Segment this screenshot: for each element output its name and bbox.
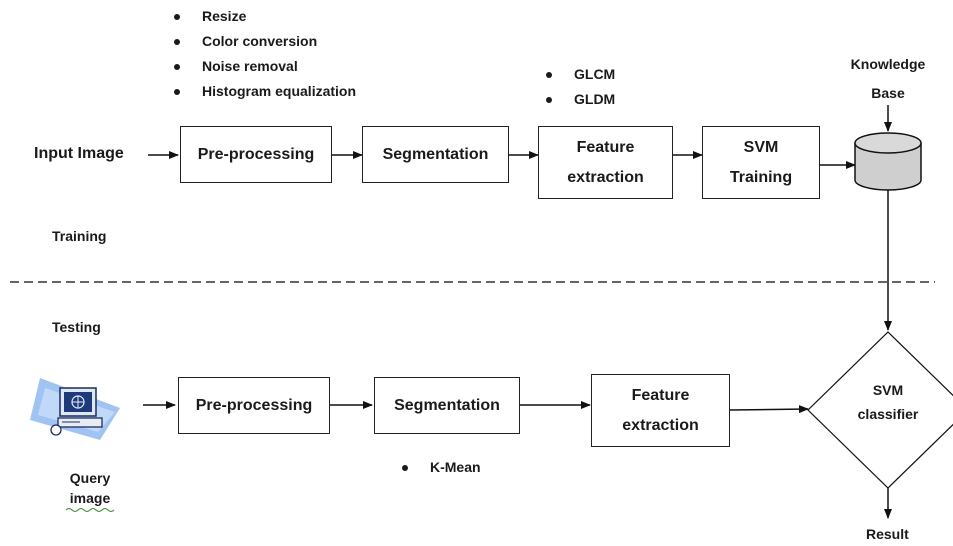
- box-label: Feature: [576, 138, 635, 156]
- database-icon: [854, 132, 922, 191]
- training-segmentation-box: Segmentation: [362, 126, 509, 183]
- box-label: Segmentation: [394, 396, 500, 414]
- testing-section-label: Testing: [52, 319, 101, 335]
- list-item: GLCM: [544, 62, 615, 87]
- query-line: Query: [69, 470, 111, 486]
- box-label: Pre-processing: [197, 145, 315, 163]
- classifier-line: SVM: [872, 382, 904, 398]
- svm-classifier-diamond: [807, 331, 953, 489]
- query-image-label: Query image: [52, 468, 128, 508]
- classifier-line: classifier: [857, 406, 919, 422]
- input-image-label: Input Image: [34, 145, 124, 162]
- list-item: Resize: [172, 4, 356, 29]
- knowledge-base-label: Knowledge Base: [846, 50, 930, 108]
- box-label: Feature: [631, 386, 690, 404]
- feature-methods-list: GLCM GLDM: [544, 62, 615, 112]
- list-item: Noise removal: [172, 54, 356, 79]
- result-label: Result: [866, 526, 909, 542]
- computer-icon: [30, 378, 120, 440]
- testing-feature-extraction-box: Feature extraction: [591, 374, 730, 447]
- list-item: Color conversion: [172, 29, 356, 54]
- spellcheck-squiggle: [65, 508, 115, 512]
- kb-line: Knowledge: [850, 56, 926, 72]
- box-label: SVM: [743, 138, 779, 156]
- box-label: extraction: [622, 416, 699, 434]
- testing-segmentation-box: Segmentation: [374, 377, 520, 434]
- preprocessing-steps-list: Resize Color conversion Noise removal Hi…: [172, 4, 356, 104]
- svm-training-box: SVM Training: [702, 126, 820, 199]
- training-feature-extraction-box: Feature extraction: [538, 126, 673, 199]
- training-section-label: Training: [52, 228, 107, 244]
- testing-preprocessing-box: Pre-processing: [178, 377, 330, 434]
- box-label: extraction: [567, 168, 644, 186]
- query-line: image: [69, 490, 111, 506]
- arrow-feature-to-classifier: [729, 405, 809, 414]
- svm-classifier-label: SVM classifier: [848, 378, 928, 426]
- box-label: Training: [729, 168, 793, 186]
- box-label: Segmentation: [382, 145, 489, 163]
- list-item: K-Mean: [400, 455, 481, 480]
- list-item: Histogram equalization: [172, 79, 356, 104]
- training-preprocessing-box: Pre-processing: [180, 126, 332, 183]
- list-item: GLDM: [544, 87, 615, 112]
- box-label: Pre-processing: [195, 396, 313, 414]
- segmentation-method-list: K-Mean: [400, 455, 481, 480]
- kb-line: Base: [871, 85, 905, 101]
